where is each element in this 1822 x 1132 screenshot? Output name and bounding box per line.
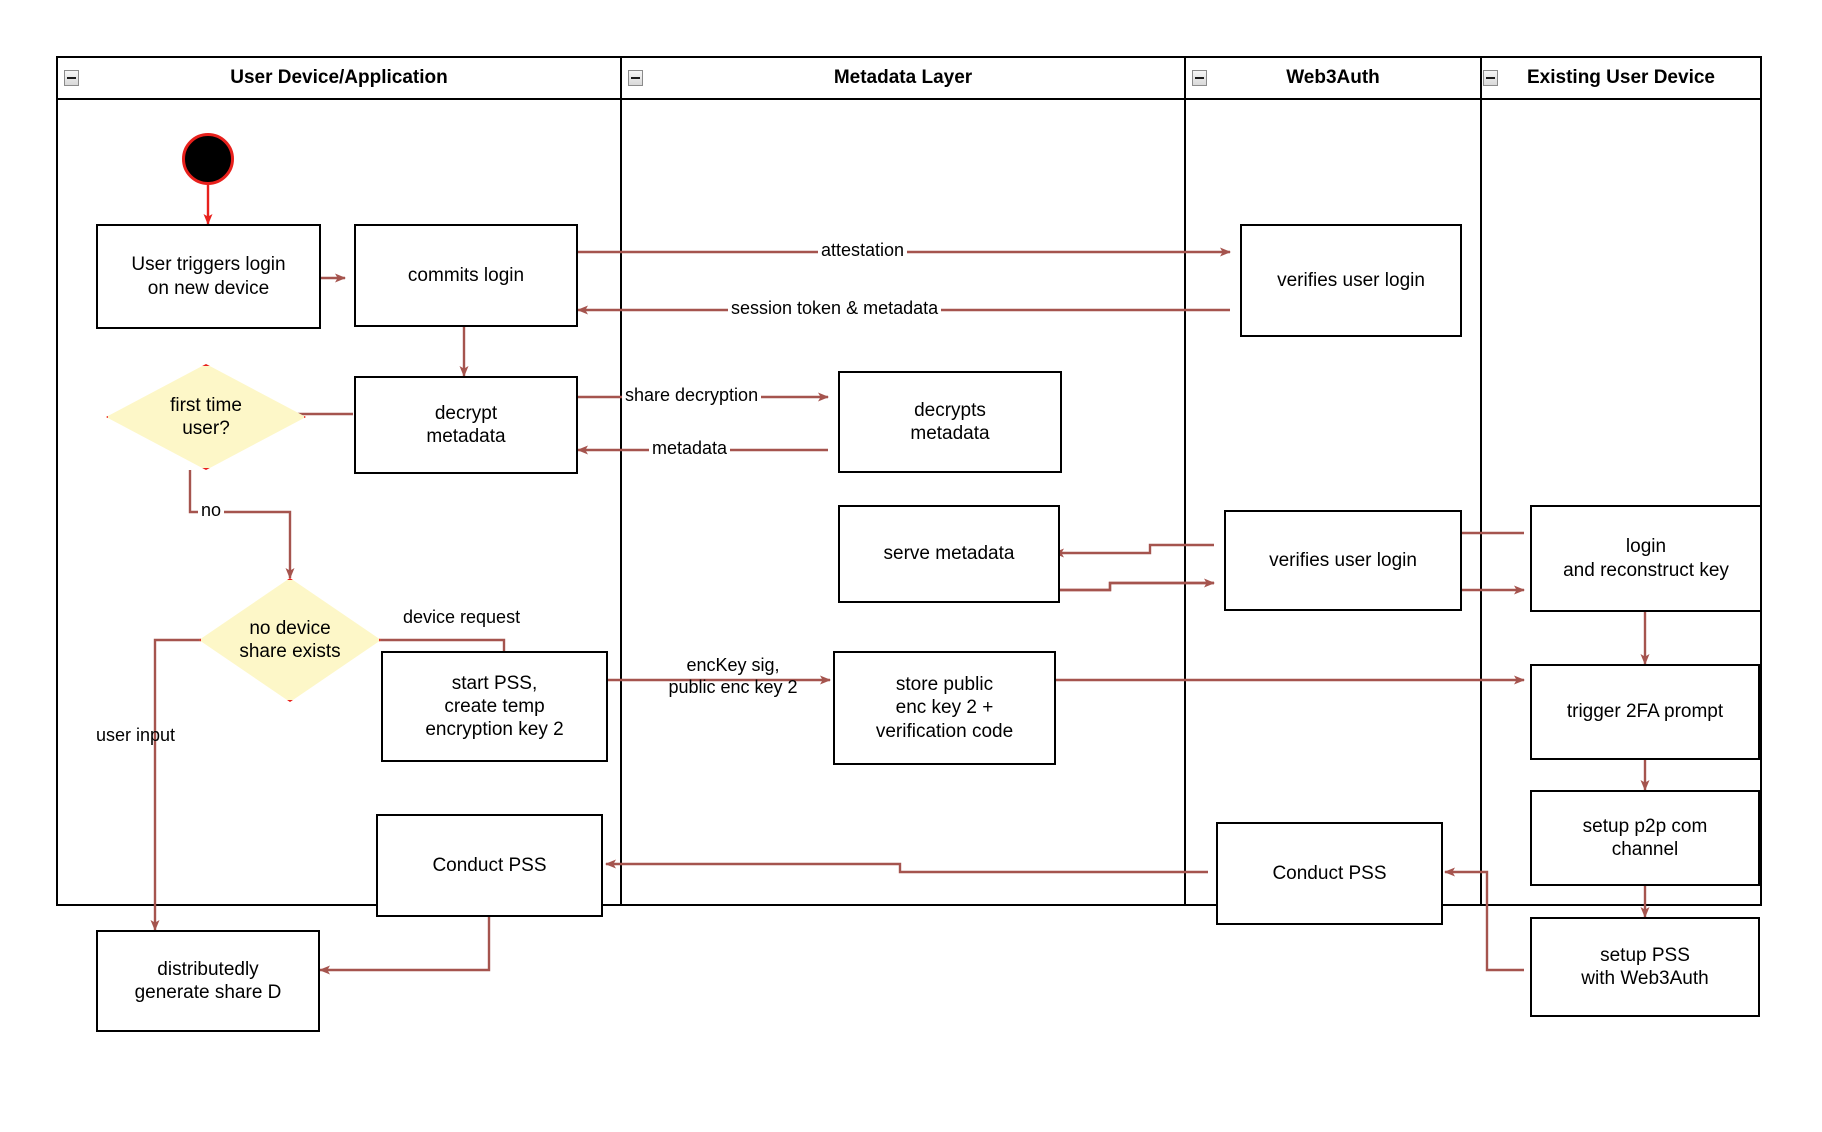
edge-label-share-decryption: share decryption — [622, 385, 762, 407]
node-commits-login[interactable]: commits login — [354, 224, 578, 327]
lane-body-existing-device — [1482, 100, 1760, 904]
edge-label-attestation: attestation — [818, 240, 908, 262]
lane-title: User Device/Application — [230, 67, 448, 88]
node-login-and-reconstruct-key[interactable]: login and reconstruct key — [1530, 505, 1762, 612]
node-setup-pss-with-web3auth[interactable]: setup PSS with Web3Auth — [1530, 917, 1760, 1017]
node-user-triggers-login[interactable]: User triggers login on new device — [96, 224, 321, 329]
decision-label: no device share exists — [239, 617, 341, 662]
edge-label-enckey-sig: encKey sig, public enc key 2 — [668, 655, 798, 697]
collapse-minus-icon[interactable] — [64, 70, 79, 86]
node-decrypt-metadata[interactable]: decrypt metadata — [354, 376, 578, 474]
collapse-minus-icon[interactable] — [1192, 70, 1207, 86]
node-store-public-enc-key[interactable]: store public enc key 2 + verification co… — [833, 651, 1056, 765]
node-verifies-user-login-1[interactable]: verifies user login — [1240, 224, 1462, 337]
lane-body-web3auth — [1186, 100, 1482, 904]
lane-title: Web3Auth — [1286, 67, 1380, 88]
node-serve-metadata[interactable]: serve metadata — [838, 505, 1060, 603]
lane-header-existing-device[interactable]: Existing User Device — [1482, 58, 1760, 100]
edge-label-no: no — [198, 500, 225, 522]
lane-header-web3auth[interactable]: Web3Auth — [1186, 58, 1482, 100]
swimlane-frame: User Device/Application Metadata Layer W… — [56, 56, 1762, 906]
lane-title: Metadata Layer — [833, 67, 973, 88]
edge-label-metadata: metadata — [649, 438, 731, 460]
node-conduct-pss-user[interactable]: Conduct PSS — [376, 814, 603, 917]
lane-header-metadata[interactable]: Metadata Layer — [622, 58, 1186, 100]
node-trigger-2fa-prompt[interactable]: trigger 2FA prompt — [1530, 664, 1760, 760]
node-decrypts-metadata[interactable]: decrypts metadata — [838, 371, 1062, 473]
decision-label: first time user? — [170, 394, 242, 439]
lane-header-user-device[interactable]: User Device/Application — [58, 58, 622, 100]
node-setup-p2p-com-channel[interactable]: setup p2p com channel — [1530, 790, 1760, 886]
start-node[interactable] — [182, 133, 234, 185]
edge-label-user-input: user input — [96, 725, 176, 745]
lane-body-metadata — [622, 100, 1186, 904]
lane-title: Existing User Device — [1527, 67, 1715, 88]
collapse-minus-icon[interactable] — [628, 70, 643, 86]
node-conduct-pss-web3auth[interactable]: Conduct PSS — [1216, 822, 1443, 925]
edge-label-device-request: device request — [403, 607, 521, 627]
node-verifies-user-login-2[interactable]: verifies user login — [1224, 510, 1462, 611]
node-distributedly-generate-share-d[interactable]: distributedly generate share D — [96, 930, 320, 1032]
lane-body-user-device — [58, 100, 622, 904]
collapse-minus-icon[interactable] — [1483, 70, 1498, 86]
node-start-pss-create-temp-key[interactable]: start PSS, create temp encryption key 2 — [381, 651, 608, 762]
edge-label-session-token-metadata: session token & metadata — [728, 298, 942, 320]
